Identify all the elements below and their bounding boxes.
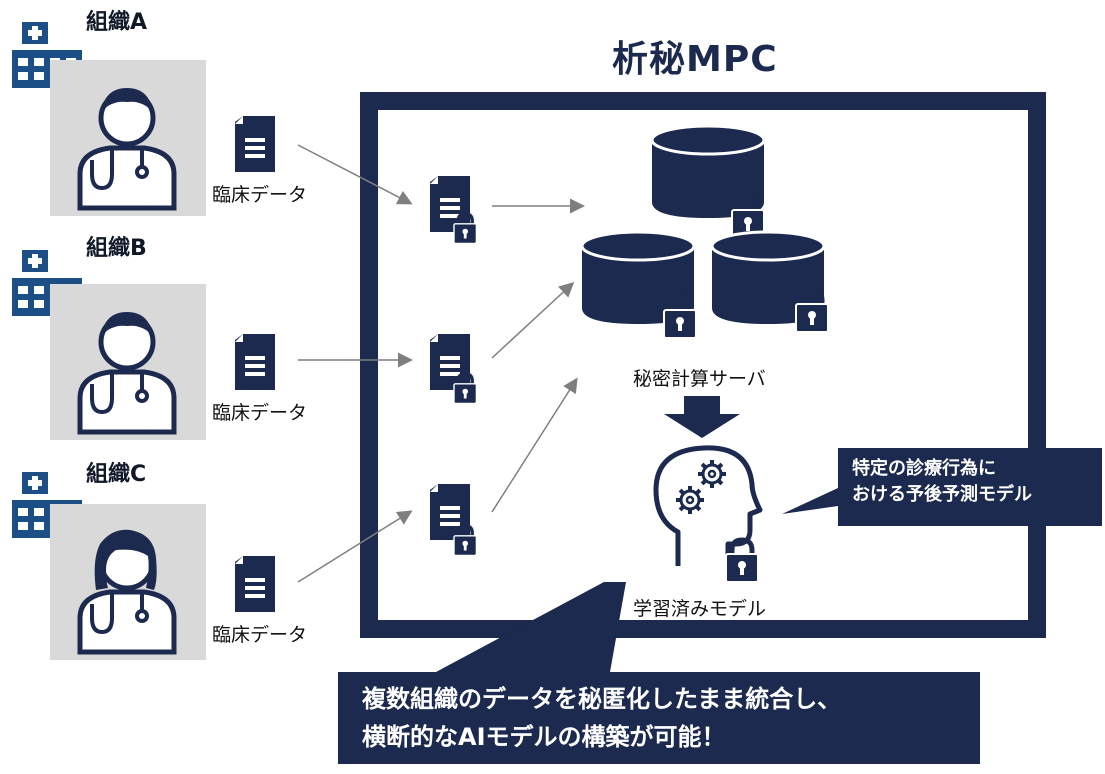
document-icon (235, 334, 275, 390)
server-label: 秘密計算サーバ (633, 368, 766, 390)
locked-document-icon (430, 334, 470, 390)
arrow-a (297, 144, 413, 205)
org-label-b: 組織B (86, 236, 147, 261)
model-callout-line2: おける予後予測モデル (852, 484, 1032, 505)
database-icon (650, 124, 766, 220)
model-callout-text: 特定の診療行為に おける予後予測モデル (852, 456, 1032, 508)
main-callout-line1: 複数組織のデータを秘匿化したまま統合し、 (362, 685, 842, 713)
main-callout-text: 複数組織のデータを秘匿化したまま統合し、 横断的なAIモデルの構築が可能！ (362, 680, 841, 756)
ai-head-gears-icon (653, 445, 763, 566)
gear-icon (674, 484, 706, 516)
clinical-data-label-a: 臨床データ (212, 184, 308, 206)
arrow-to-server-2 (491, 281, 575, 359)
clinical-data-label-b: 臨床データ (212, 402, 308, 424)
main-callout-line2: 横断的なAIモデルの構築が可能！ (362, 723, 726, 751)
document-icon (235, 116, 275, 172)
down-arrow (664, 396, 740, 438)
gear-icon (696, 458, 728, 490)
org-label-a: 組織A (86, 10, 148, 35)
clinical-data-label-c: 臨床データ (212, 624, 308, 646)
padlock-icon (726, 540, 758, 582)
arrow-c (297, 510, 413, 583)
arrow-to-server-3 (491, 377, 578, 513)
document-icon (235, 556, 275, 612)
model-label: 学習済みモデル (633, 598, 767, 620)
main-callout-bubble (338, 582, 980, 764)
org-label-c: 組織C (86, 462, 147, 487)
page-title: 析秘MPC (612, 39, 778, 80)
model-callout-bubble (782, 448, 1102, 526)
locked-document-icon (430, 484, 470, 540)
model-callout-line1: 特定の診療行為に (852, 458, 996, 479)
